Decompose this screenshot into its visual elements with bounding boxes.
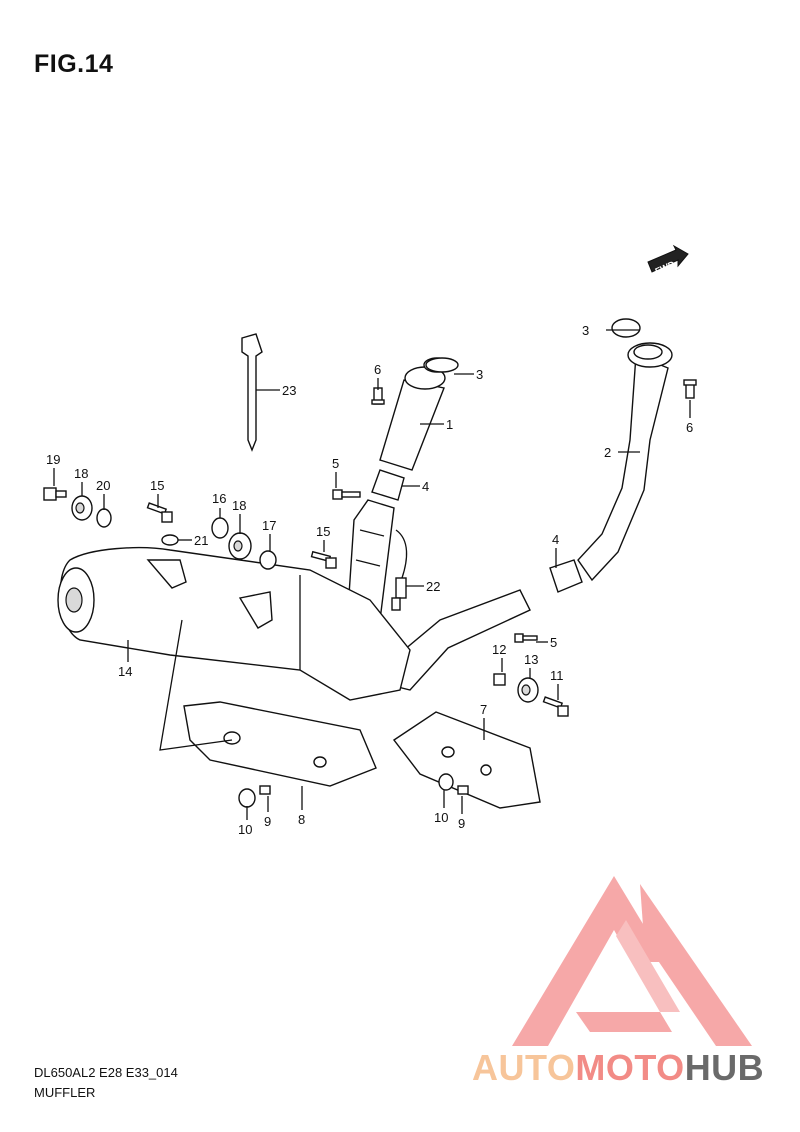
bolt-part bbox=[457, 785, 469, 795]
callout-12: 12 bbox=[492, 642, 506, 657]
callout-5: 5 bbox=[332, 456, 339, 471]
grommet-part bbox=[211, 517, 229, 539]
callout-6: 6 bbox=[374, 362, 381, 377]
callout-21: 21 bbox=[194, 533, 208, 548]
callout-9: 9 bbox=[264, 814, 271, 829]
callout-6: 6 bbox=[686, 420, 693, 435]
bolt-part bbox=[310, 550, 337, 569]
cable-tie-part bbox=[241, 333, 263, 452]
collar-part bbox=[238, 788, 256, 808]
muffler-protector-part bbox=[183, 701, 377, 787]
connector-sleeve-part bbox=[371, 469, 405, 501]
gasket-part bbox=[611, 318, 641, 338]
model-code: DL650AL2 E28 E33_014 bbox=[34, 1065, 178, 1080]
callout-5: 5 bbox=[550, 635, 557, 650]
watermark-brand: AUTOMOTOHUB bbox=[472, 1047, 764, 1089]
callout-8: 8 bbox=[298, 812, 305, 827]
gasket-part bbox=[425, 357, 459, 373]
exhaust-pipe-cover-part bbox=[392, 711, 541, 809]
callout-1: 1 bbox=[446, 417, 453, 432]
leader-lines bbox=[53, 329, 691, 820]
figure-title: FIG.14 bbox=[34, 50, 114, 78]
watermark-logo-icon bbox=[512, 876, 752, 1046]
callout-10: 10 bbox=[238, 822, 252, 837]
brand-moto: MOTO bbox=[575, 1047, 685, 1088]
callout-20: 20 bbox=[96, 478, 110, 493]
front-exhaust-pipe-part bbox=[379, 357, 451, 471]
rear-exhaust-pipe-part bbox=[577, 342, 673, 582]
callout-22: 22 bbox=[426, 579, 440, 594]
connector-sleeve-part bbox=[549, 559, 583, 593]
grommet-part bbox=[517, 677, 539, 703]
oxygen-sensor-part bbox=[391, 529, 408, 611]
callout-labels: 23 6 3 1 3 6 2 5 4 19 18 20 15 16 18 17 … bbox=[46, 323, 693, 837]
callout-18: 18 bbox=[74, 466, 88, 481]
callout-4: 4 bbox=[422, 479, 429, 494]
bolt-part bbox=[542, 696, 569, 717]
bolt-part bbox=[43, 487, 67, 501]
bolt-part bbox=[332, 489, 361, 500]
muffler-bracket-line bbox=[159, 619, 233, 751]
callout-15: 15 bbox=[316, 524, 330, 539]
callout-19: 19 bbox=[46, 452, 60, 467]
bolt-part bbox=[493, 673, 506, 686]
fwd-arrow-icon: FWD bbox=[647, 244, 689, 276]
washer-part bbox=[96, 508, 112, 528]
brand-auto: AUTO bbox=[472, 1047, 576, 1088]
callout-17: 17 bbox=[262, 518, 276, 533]
callout-3: 3 bbox=[476, 367, 483, 382]
clip-part bbox=[161, 534, 179, 546]
muffler-part bbox=[57, 547, 411, 701]
section-name: MUFFLER bbox=[34, 1085, 96, 1100]
callout-13: 13 bbox=[524, 652, 538, 667]
callout-2: 2 bbox=[604, 445, 611, 460]
bolt-part bbox=[259, 785, 271, 795]
callout-4: 4 bbox=[552, 532, 559, 547]
callout-9: 9 bbox=[458, 816, 465, 831]
bolt-part bbox=[514, 633, 538, 643]
collar-part bbox=[438, 773, 454, 791]
brand-hub: HUB bbox=[684, 1047, 765, 1088]
callout-16: 16 bbox=[212, 491, 226, 506]
callout-11: 11 bbox=[550, 668, 564, 683]
bolt-part bbox=[146, 502, 173, 523]
callout-7: 7 bbox=[480, 702, 487, 717]
grommet-part bbox=[71, 495, 93, 521]
grommet-part bbox=[228, 532, 252, 560]
callout-18: 18 bbox=[232, 498, 246, 513]
callout-3: 3 bbox=[582, 323, 589, 338]
callout-10: 10 bbox=[434, 810, 448, 825]
callout-23: 23 bbox=[282, 383, 296, 398]
washer-part bbox=[259, 550, 277, 570]
callout-15: 15 bbox=[150, 478, 164, 493]
callout-14: 14 bbox=[118, 664, 132, 679]
bolt-part bbox=[371, 387, 385, 405]
bolt-part bbox=[683, 379, 697, 399]
